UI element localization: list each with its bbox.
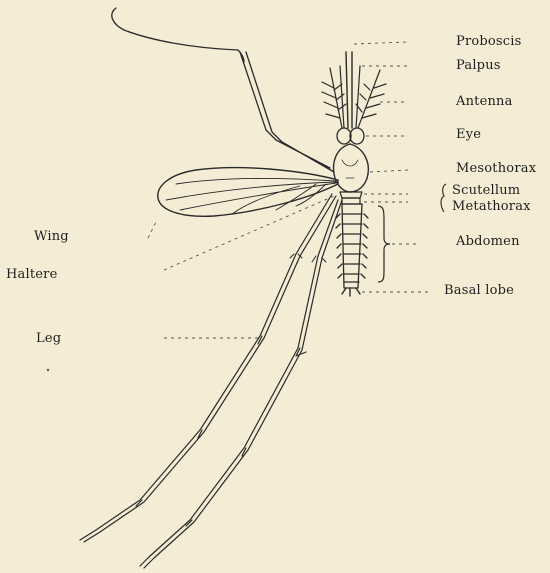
front-leg [112,8,334,172]
label-abdomen: Abdomen [456,234,520,249]
wing-veins [166,178,336,214]
palpus-right [356,66,360,128]
label-scutellum: Scutellum [452,183,520,198]
label-haltere: Haltere [6,267,57,282]
thorax-marking [342,160,358,178]
stray-dot [47,369,49,371]
leader-proboscis [354,42,408,44]
proboscis [346,52,352,128]
mesothorax [334,144,369,192]
label-wing: Wing [34,229,69,244]
leg-one [80,194,336,542]
abdomen [336,204,368,288]
thorax-brace [441,184,446,212]
basal-lobe [342,288,360,296]
label-metathorax: Metathorax [452,199,531,214]
label-basal-lobe: Basal lobe [444,283,514,298]
label-proboscis: Proboscis [456,34,522,49]
metathorax [342,198,360,204]
leader-wing [148,222,156,238]
scutellum [340,192,362,198]
label-palpus: Palpus [456,58,501,73]
label-antenna: Antenna [456,94,513,109]
leg-two [140,200,342,568]
label-mesothorax: Mesothorax [456,161,536,176]
antenna-right [356,70,386,128]
label-eye: Eye [456,127,481,142]
label-leg: Leg [36,331,61,346]
abdomen-bracket [378,206,390,282]
eye-right [350,128,364,144]
leader-mesothorax [370,170,408,172]
eye-left [337,128,351,144]
